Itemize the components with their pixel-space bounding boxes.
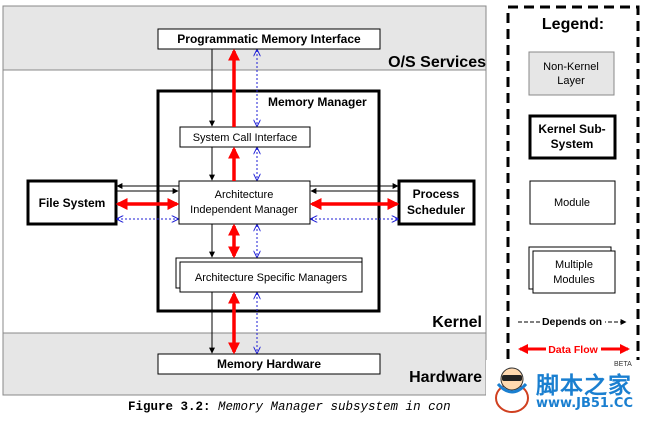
architecture-specific-managers-label: Architecture Specific Managers	[195, 272, 348, 284]
legend-multiple-modules: Multiple Modules	[528, 246, 616, 294]
mascot-icon	[495, 367, 529, 413]
legend-kernel-subsystem-line-2: System	[551, 137, 594, 151]
legend-depends-on-label: Depends on	[542, 316, 602, 328]
file-system-box: File System	[26, 179, 118, 226]
figure-number: Figure 3.2:	[128, 400, 211, 414]
legend-module: Module	[529, 180, 616, 225]
architecture-independent-manager-line-2: Independent Manager	[190, 204, 298, 216]
system-call-interface-label: System Call Interface	[193, 132, 298, 144]
memory-hardware-label: Memory Hardware	[217, 357, 321, 371]
legend-non-kernel-line-2: Layer	[557, 75, 585, 87]
os-services-label: O/S Services	[388, 54, 486, 71]
legend-depends-on: Depends on	[518, 314, 627, 328]
programmatic-memory-interface-label: Programmatic Memory Interface	[177, 32, 361, 46]
figure-caption: Figure 3.2: Memory Manager subsystem in …	[128, 400, 488, 418]
legend: Legend: Non-Kernel Layer Kernel Sub- Sys…	[506, 5, 640, 367]
watermark-beta: BETA	[614, 361, 632, 368]
watermark-url: www.JB51.CC	[536, 396, 633, 411]
architecture-independent-manager-line-1: Architecture	[215, 189, 274, 201]
memory-hardware-box: Memory Hardware	[157, 353, 381, 375]
file-system-label: File System	[39, 196, 106, 210]
depends-on-arrows	[116, 49, 399, 354]
legend-kernel-subsystem-line-1: Kernel Sub-	[538, 122, 605, 136]
legend-multiple-modules-line-1: Multiple	[555, 259, 593, 271]
architecture-specific-managers-box: Architecture Specific Managers	[175, 257, 363, 293]
watermark-brand: 脚本之家	[536, 373, 632, 399]
process-scheduler-line-2: Scheduler	[407, 203, 465, 217]
programmatic-memory-interface-box: Programmatic Memory Interface	[157, 28, 381, 50]
system-call-interface-box: System Call Interface	[179, 126, 311, 148]
legend-module-label: Module	[554, 197, 590, 209]
legend-multiple-modules-line-2: Modules	[553, 274, 595, 286]
legend-data-flow: Data Flow	[517, 342, 631, 356]
memory-manager-label: Memory Manager	[268, 95, 367, 109]
dotted-flow-arrows	[117, 50, 398, 353]
legend-title: Legend:	[542, 16, 604, 33]
legend-non-kernel-line-1: Non-Kernel	[543, 61, 599, 73]
os-services-layer: O/S Services	[2, 5, 487, 71]
hardware-label: Hardware	[409, 369, 482, 386]
kernel-label: Kernel	[432, 314, 482, 331]
legend-non-kernel-layer: Non-Kernel Layer	[528, 51, 615, 96]
legend-data-flow-label: Data Flow	[548, 344, 598, 356]
data-flow-arrows	[115, 48, 400, 355]
process-scheduler-line-1: Process	[413, 187, 460, 201]
figure-caption-text: Memory Manager subsystem in con	[218, 400, 451, 414]
legend-kernel-subsystem: Kernel Sub- System	[528, 114, 617, 160]
watermark-logo: BETA 脚本之家 www.JB51.CC	[486, 360, 646, 416]
architecture-independent-manager-box: Architecture Independent Manager	[178, 180, 311, 225]
process-scheduler-box: Process Scheduler	[397, 179, 476, 226]
